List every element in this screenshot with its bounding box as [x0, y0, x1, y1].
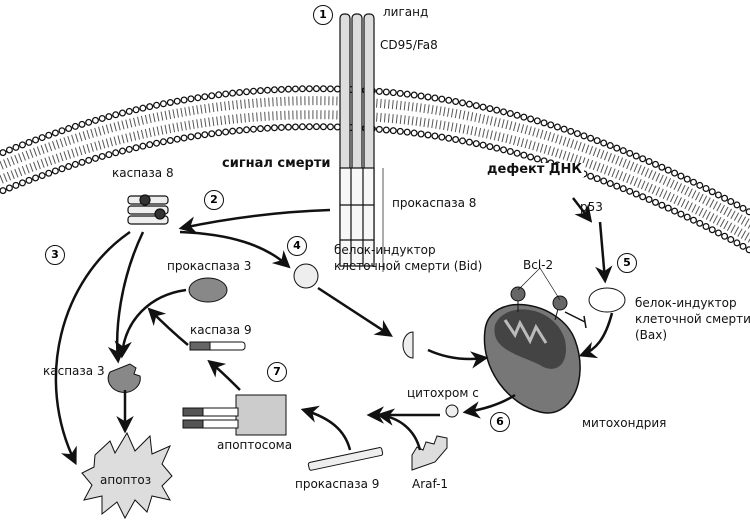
bcl-2-shapes	[510, 267, 568, 321]
bid-label-line2: клеточной смерти (Bid)	[334, 259, 483, 273]
bax-label-line2: клеточной смерти	[635, 312, 750, 326]
cytochrome-c-label: цитохром с	[407, 386, 479, 400]
procaspase-3-label: прокаспаза 3	[167, 259, 252, 273]
bax-shape	[588, 287, 626, 313]
step-7-marker: 7	[267, 362, 287, 382]
procaspase-9-shape	[307, 447, 384, 471]
caspase-8-shape	[127, 194, 169, 225]
caspase-3-label: каспаза 3	[43, 364, 105, 378]
apoptosome-shape	[182, 394, 287, 436]
step-5-marker: 5	[617, 253, 637, 273]
bid-shape	[293, 263, 319, 289]
procaspase-9-label: прокаспаза 9	[295, 477, 380, 491]
caspase-9-label: каспаза 9	[190, 323, 252, 337]
step-1-marker: 1	[313, 5, 333, 25]
bid-label-line1: белок-индуктор	[334, 243, 436, 257]
receptor-label: CD95/Fa8	[380, 38, 438, 52]
tbid-shape	[402, 331, 414, 359]
cell-membrane	[0, 85, 750, 255]
bcl-2-label: Bcl-2	[523, 258, 554, 272]
apoptosis-burst	[81, 431, 173, 520]
mitochondrion-shape	[483, 303, 581, 414]
step-4-marker: 4	[287, 236, 307, 256]
step-3-marker: 3	[45, 245, 65, 265]
ligand-label: лиганд	[383, 5, 429, 19]
cytochrome-c-shape	[445, 404, 459, 418]
bax-label-line1: белок-индуктор	[635, 296, 737, 310]
step-6-marker: 6	[490, 412, 510, 432]
inhibition-line	[564, 311, 587, 329]
mitochondrion-label: митохондрия	[582, 416, 667, 430]
procaspase-3-shape	[188, 277, 228, 303]
caspase-9-shape	[189, 341, 246, 351]
bax-label-line3: (Bax)	[635, 328, 668, 342]
apaf-1-label: Araf-1	[412, 477, 449, 491]
p53-label: p53	[580, 200, 603, 214]
apoptosis-label: апоптоз	[100, 473, 152, 487]
caspase-8-label: каспаза 8	[112, 166, 174, 180]
pathway-arrows	[54, 197, 614, 466]
apoptosome-label: апоптосома	[217, 438, 293, 452]
step-2-marker: 2	[204, 190, 224, 210]
caspase-3-shape	[107, 363, 141, 393]
dna-defect-label: дефект ДНК	[485, 162, 584, 177]
death-signal-label: сигнал смерти	[220, 156, 333, 171]
cd95-receptor	[339, 13, 384, 272]
procaspase-8-label: прокаспаза 8	[392, 196, 477, 210]
